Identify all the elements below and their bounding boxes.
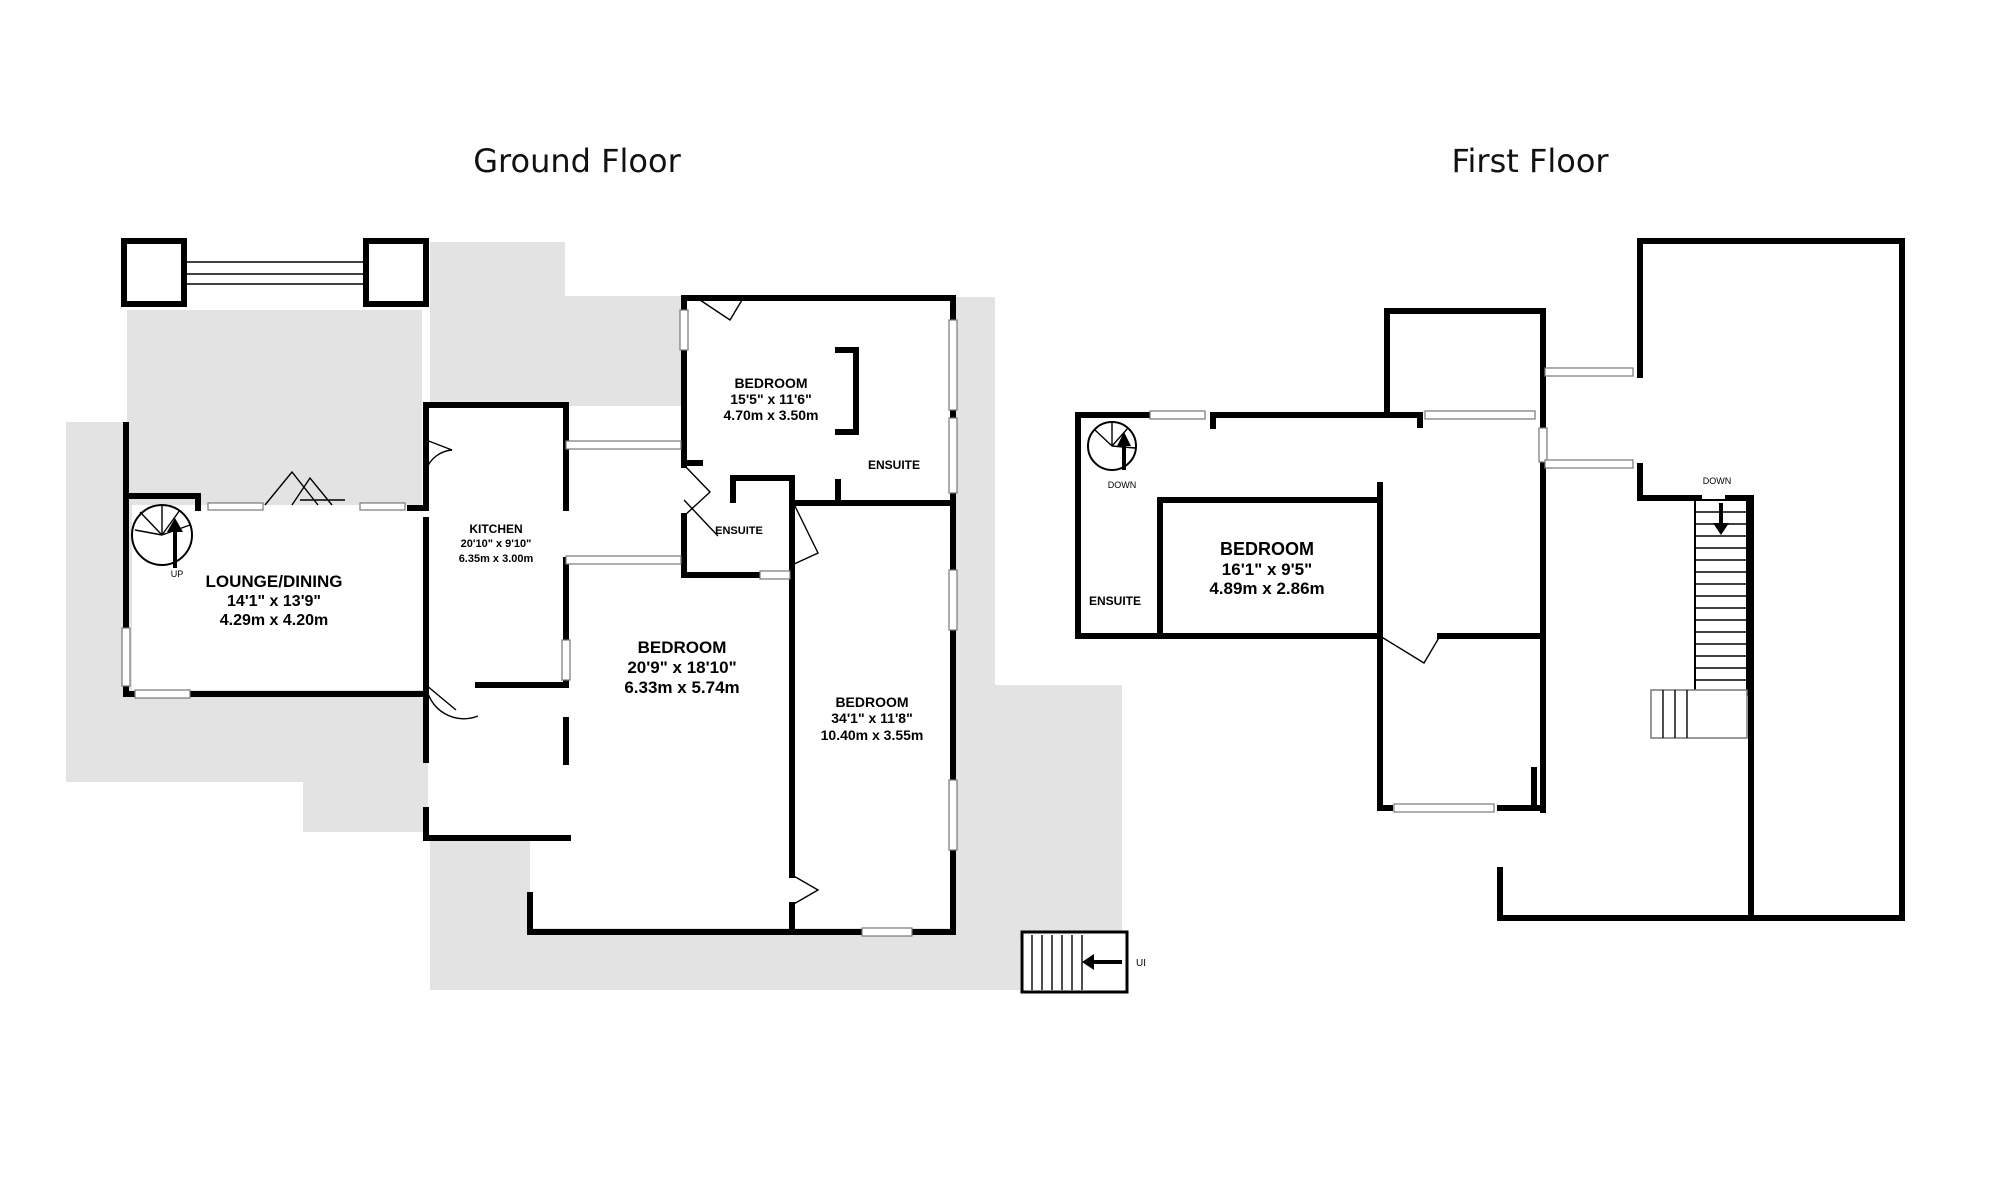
- room-bedroom-right: BEDROOM 34'1" x 11'8" 10.40m x 3.55m: [821, 694, 924, 743]
- ground-floor: Ground Floor: [66, 142, 1146, 994]
- bedroom-top-imperial: 15'5" x 11'6": [730, 391, 811, 407]
- bedroom-top-metric: 4.70m x 3.50m: [724, 407, 819, 423]
- first-bedroom-metric: 4.89m x 2.86m: [1209, 579, 1324, 598]
- ensuite-mid-name: ENSUITE: [715, 525, 763, 537]
- bedroom-mid-imperial: 20'9" x 18'10": [627, 658, 736, 677]
- bedroom-mid-name: BEDROOM: [638, 638, 727, 657]
- room-lounge-dining: LOUNGE/DINING 14'1" x 13'9" 4.29m x 4.20…: [206, 572, 343, 629]
- kitchen-metric: 6.35m x 3.00m: [459, 553, 534, 565]
- bedroom-top-name: BEDROOM: [734, 375, 807, 391]
- ground-spiral-stair-label: UP: [171, 569, 184, 579]
- first-floor: First Floor: [1075, 142, 1905, 921]
- ground-external-stair-label: UI: [1136, 958, 1146, 969]
- room-first-bedroom: BEDROOM 16'1" x 9'5" 4.89m x 2.86m: [1209, 539, 1324, 598]
- kitchen-imperial: 20'10" x 9'10": [461, 538, 532, 550]
- lounge-dining-imperial: 14'1" x 13'9": [227, 593, 321, 610]
- first-floor-walls: [1075, 238, 1905, 921]
- first-floor-title: First Floor: [1451, 142, 1609, 180]
- entrance-gate-pillars: [121, 238, 429, 307]
- lounge-dining-name: LOUNGE/DINING: [206, 572, 343, 591]
- first-bedroom-imperial: 16'1" x 9'5": [1222, 560, 1312, 579]
- ground-spiral-stair: UP: [131, 504, 193, 579]
- ground-floor-title: Ground Floor: [473, 142, 681, 180]
- ground-external-stair: UI: [1020, 930, 1146, 994]
- first-floor-doors: [1379, 635, 1441, 664]
- lounge-dining-metric: 4.29m x 4.20m: [220, 612, 329, 629]
- kitchen-name: KITCHEN: [469, 522, 522, 536]
- ground-floor-windows: [121, 309, 958, 937]
- first-bedroom-name: BEDROOM: [1220, 539, 1314, 559]
- bedroom-right-metric: 10.40m x 3.55m: [821, 727, 924, 743]
- ground-grounds-shading: [66, 242, 1122, 990]
- first-floor-windows: [1149, 367, 1634, 813]
- first-ensuite-name: ENSUITE: [1089, 594, 1141, 608]
- first-straight-stair-label: DOWN: [1703, 476, 1732, 486]
- ensuite-top-name: ENSUITE: [868, 458, 920, 472]
- bedroom-right-imperial: 34'1" x 11'8": [831, 710, 912, 726]
- bedroom-right-name: BEDROOM: [835, 694, 908, 710]
- bedroom-mid-metric: 6.33m x 5.74m: [624, 678, 739, 697]
- room-bedroom-top: BEDROOM 15'5" x 11'6" 4.70m x 3.50m: [724, 375, 819, 423]
- first-spiral-stair-label: DOWN: [1108, 480, 1137, 490]
- room-bedroom-mid: BEDROOM 20'9" x 18'10" 6.33m x 5.74m: [624, 638, 739, 697]
- room-kitchen: KITCHEN 20'10" x 9'10" 6.35m x 3.00m: [459, 522, 534, 565]
- ground-floor-doors: [264, 299, 820, 906]
- first-spiral-stair: DOWN: [1087, 421, 1137, 490]
- first-straight-stair: DOWN: [1650, 476, 1748, 739]
